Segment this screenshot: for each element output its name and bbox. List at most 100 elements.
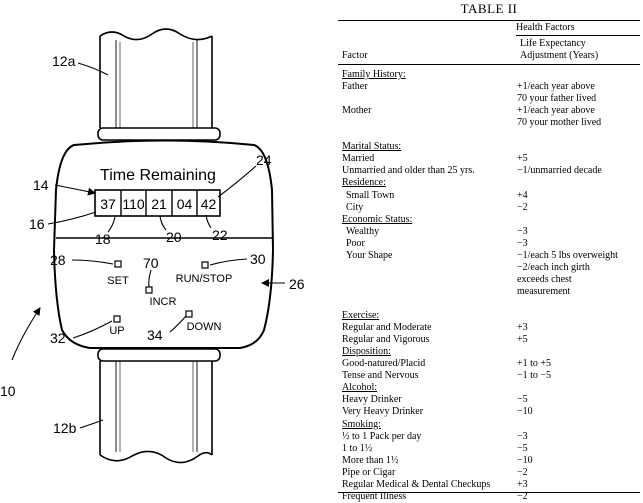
table-row: Tense and Nervous −1 to −5 <box>338 370 640 382</box>
label-22: 22 <box>212 227 228 243</box>
adjustment-cell: exceeds chest <box>517 273 572 285</box>
adjustment-cell: −10 <box>517 406 533 418</box>
factor-cell: Your Shape <box>346 249 393 261</box>
section-heading: Family History: <box>342 69 406 80</box>
adjustment-cell: 70 your mother lived <box>517 117 602 129</box>
factor-cell: Married <box>342 153 375 165</box>
factor-cell: Frequent Illness <box>342 490 407 502</box>
digit-count: 110 <box>122 196 145 212</box>
table-row: Mother +1/each year above <box>338 105 640 117</box>
top-band <box>99 28 213 128</box>
label-24: 24 <box>256 152 272 168</box>
display-title: Time Remaining <box>100 167 216 184</box>
table-row: Regular and Moderate+3 <box>338 322 640 334</box>
table-row: Frequent Illness −2 <box>338 491 640 503</box>
factor-cell: Good-natured/Placid <box>342 358 426 370</box>
factor-cell: 1 to 1½ <box>342 442 373 454</box>
adjustment-cell: −5 <box>517 442 528 454</box>
factor-cell: Heavy Drinker <box>342 394 402 406</box>
down-button-label: DOWN <box>187 321 222 333</box>
table-row: 1 to 1½ −5 <box>338 443 640 455</box>
table-row <box>338 129 640 141</box>
label-32: 32 <box>50 330 66 346</box>
factor-cell: Tense and Nervous <box>342 370 419 382</box>
factor-cell: ½ to 1 Pack per day <box>342 430 422 442</box>
table-row: 70 your mother lived <box>338 117 640 129</box>
adjustment-cell: measurement <box>517 285 571 297</box>
table-row: Married +5 <box>338 153 640 165</box>
table-row: More than 1½−10 <box>338 455 640 467</box>
table-section-row: Marital Status: <box>338 141 640 153</box>
adjustment-cell: +3 <box>517 478 528 490</box>
factor-cell: City <box>346 201 364 213</box>
table-row: −2/each inch girth <box>338 262 640 274</box>
table-section-row: Economic Status: <box>338 214 640 226</box>
bottom-band-clasp <box>97 348 221 362</box>
adjustment-cell: +4 <box>517 189 528 201</box>
up-button-label: UP <box>109 325 124 337</box>
adjustment-cell: −2 <box>517 466 528 478</box>
adjustment-cell: −3 <box>517 237 528 249</box>
section-heading: Economic Status: <box>342 213 413 225</box>
run-stop-button[interactable] <box>201 261 209 269</box>
factor-cell: Very Heavy Drinker <box>342 406 424 418</box>
column-header-adjustment-line2: Adjustment (Years) <box>520 50 599 61</box>
factor-cell: Regular and Vigorous <box>342 334 430 346</box>
table-section-row: Exercise: <box>338 310 640 322</box>
table-row: Poor −3 <box>338 238 640 250</box>
adjustment-cell: −2 <box>517 490 528 502</box>
label-12b: 12b <box>53 420 77 436</box>
table-row: 70 your father lived <box>338 93 640 105</box>
adjustment-cell: +5 <box>517 153 528 165</box>
label-26: 26 <box>289 276 305 292</box>
label-10: 10 <box>0 383 16 399</box>
digit-hours: 21 <box>151 196 167 212</box>
adjustment-cell: −1/unmarried decade <box>517 165 602 177</box>
factor-cell: Unmarried and older than 25 yrs. <box>342 165 475 177</box>
factor-cell: Regular Medical & Dental Checkups <box>342 478 491 490</box>
factor-cell: Wealthy <box>346 225 380 237</box>
digit-seconds: 42 <box>201 196 217 212</box>
digit-minutes: 04 <box>177 196 193 212</box>
table-row: Your Shape −1/each 5 lbs overweight <box>338 250 640 262</box>
table-row: Unmarried and older than 25 yrs. −1/unmar… <box>338 165 640 177</box>
top-band-clasp <box>97 127 221 141</box>
adjustment-cell: +1/each year above <box>517 105 595 117</box>
label-16: 16 <box>29 216 45 232</box>
table-row: Very Heavy Drinker −10 <box>338 406 640 418</box>
table-section-row: Residence: <box>338 177 640 189</box>
factor-cell: Father <box>342 81 368 92</box>
section-heading: Exercise: <box>342 310 380 321</box>
up-button[interactable] <box>113 315 121 323</box>
adjustment-cell: −1 to −5 <box>517 370 552 382</box>
table-row: Small Town+4 <box>338 190 640 202</box>
adjustment-cell: +1/each year above <box>517 81 595 92</box>
adjustment-cell: −5 <box>517 394 528 406</box>
label-18: 18 <box>95 231 111 247</box>
label-12a: 12a <box>52 53 76 69</box>
incr-button[interactable] <box>145 286 153 294</box>
bottom-band <box>99 361 213 464</box>
watch-figure: Time Remaining 37 110 21 04 42 SET INCR … <box>0 28 305 464</box>
table-row: Regular and Vigorous+5 <box>338 334 640 346</box>
adjustment-cell: −2/each inch girth <box>517 261 590 273</box>
factor-cell: Mother <box>342 105 372 117</box>
label-14: 14 <box>33 177 49 193</box>
adjustment-cell: −10 <box>517 454 533 466</box>
table-section-row: Disposition: <box>338 346 640 358</box>
factor-cell: Pipe or Cigar <box>342 466 396 478</box>
table-row <box>338 298 640 310</box>
factor-cell: Poor <box>346 237 365 249</box>
table-row: Wealthy−3 <box>338 226 640 238</box>
table-title: TABLE II <box>460 1 518 16</box>
label-30: 30 <box>250 251 266 267</box>
column-header-factor: Factor <box>342 50 368 61</box>
run-stop-button-label: RUN/STOP <box>176 273 233 285</box>
set-button[interactable] <box>114 260 122 268</box>
adjustment-cell: +3 <box>517 322 528 334</box>
adjustment-cell: −1/each 5 lbs overweight <box>517 249 618 261</box>
down-button[interactable] <box>185 310 193 318</box>
section-heading: Residence: <box>342 177 386 189</box>
table-row: Good-natured/Placid+1 to +5 <box>338 358 640 370</box>
table-row: Heavy Drinker −5 <box>338 394 640 406</box>
